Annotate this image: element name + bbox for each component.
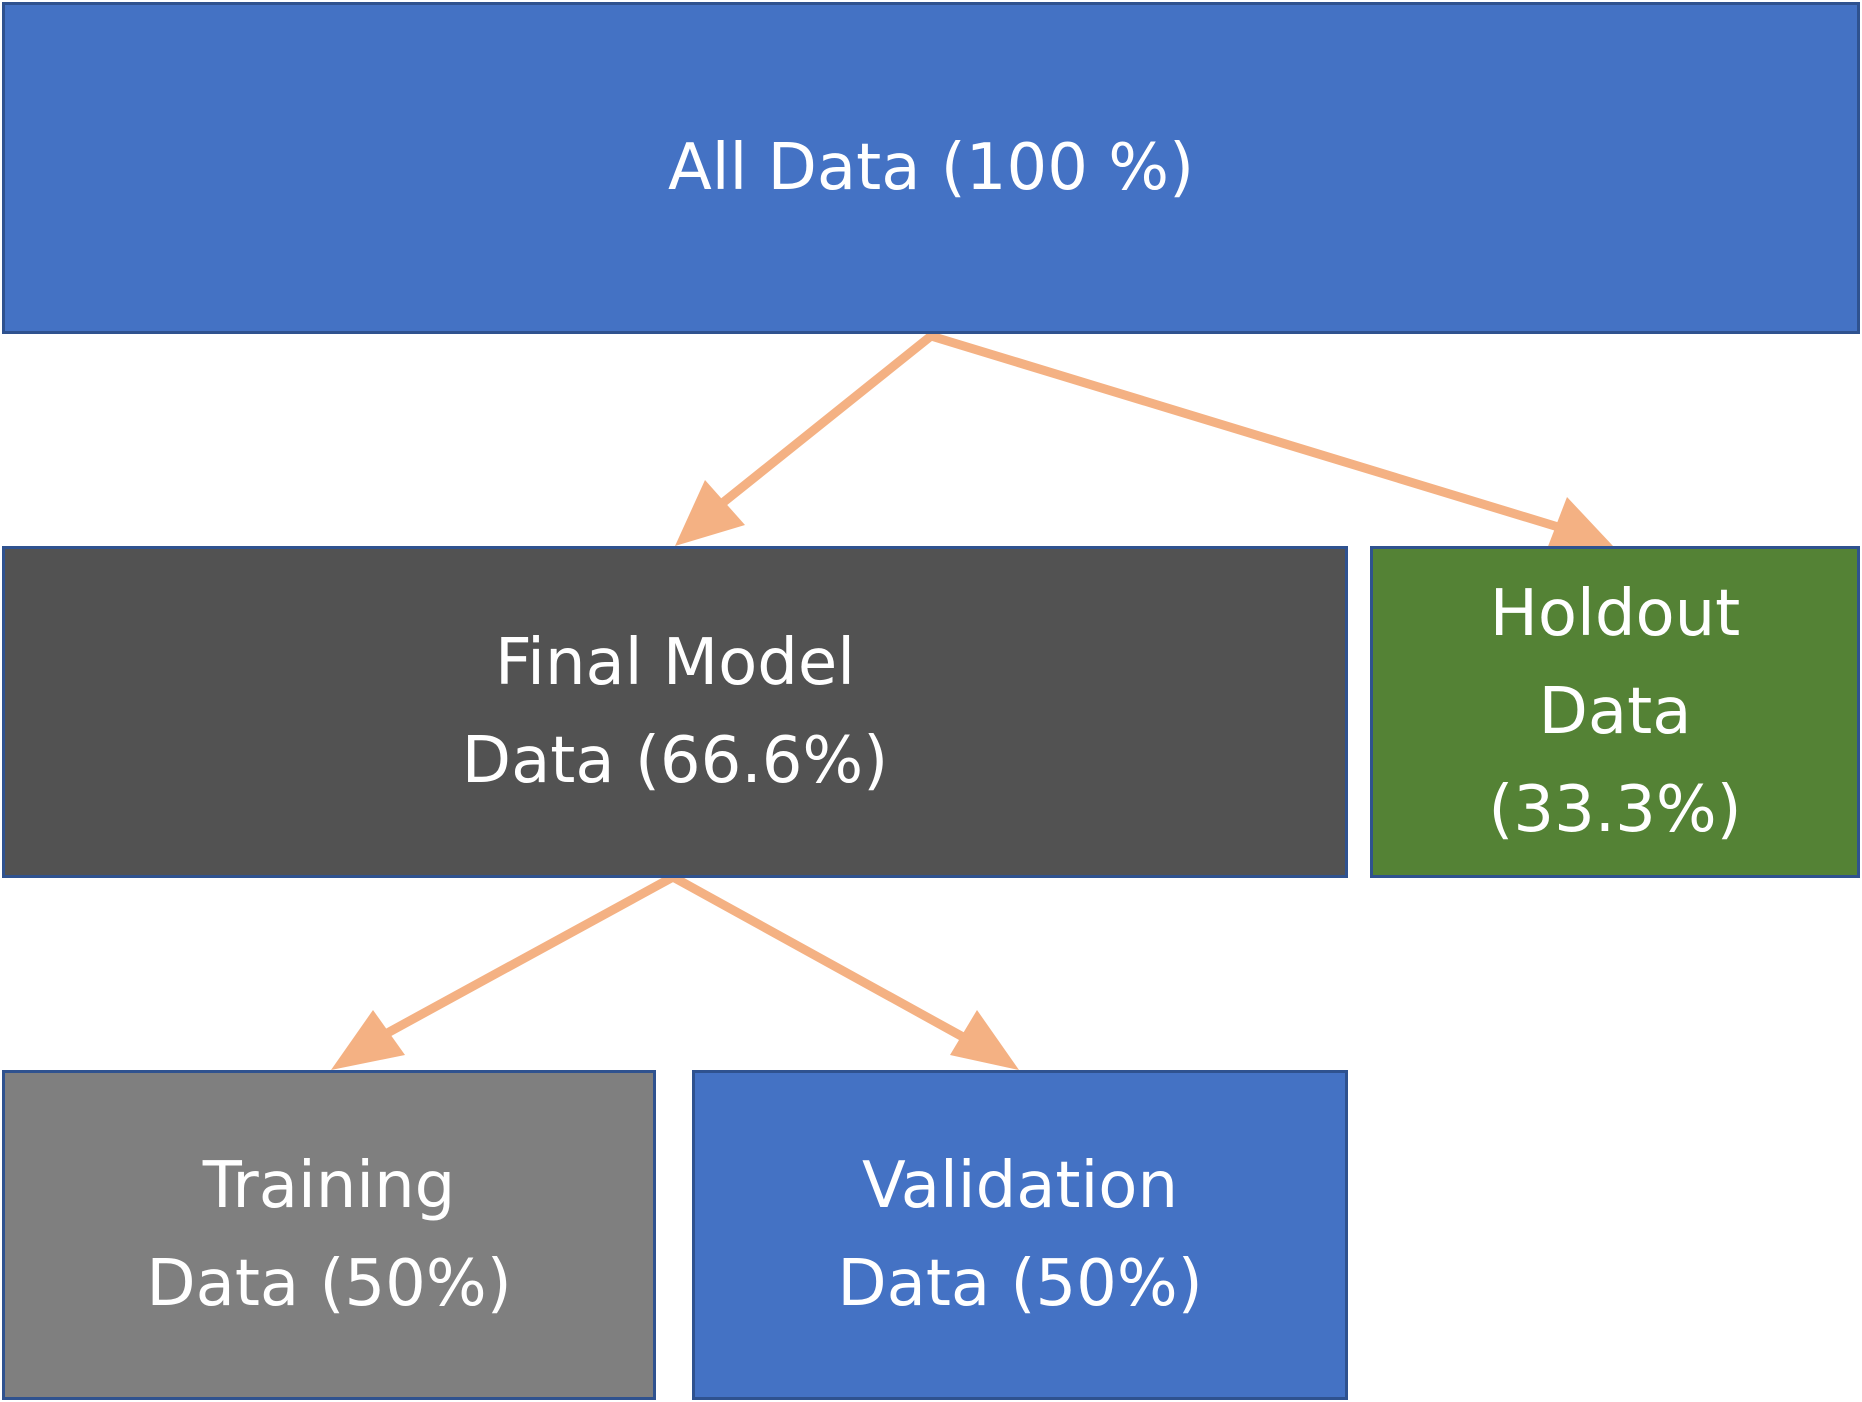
holdout-data-box: Holdout Data (33.3%) [1370,546,1860,878]
all-data-label: All Data (100 %) [667,131,1195,205]
validation-data-box: Validation Data (50%) [692,1070,1348,1400]
arrow-head-training [331,1010,405,1070]
training-data-box: Training Data (50%) [2,1070,656,1400]
validation-data-label: Validation Data (50%) [837,1149,1203,1321]
all-data-box: All Data (100 %) [2,2,1860,334]
arrow-head-validation [950,1010,1019,1070]
holdout-data-label: Holdout Data (33.3%) [1488,577,1742,847]
final-model-data-box: Final Model Data (66.6%) [2,546,1348,878]
arrow-all-to-holdout-line [926,331,1573,535]
final-model-data-label: Final Model Data (66.6%) [461,626,889,798]
arrow-head-final [675,480,745,546]
arrow-final-to-training-line [375,872,678,1042]
arrow-final-to-validation-line [668,872,968,1042]
arrow-head-holdout [1547,497,1613,549]
arrow-all-to-final-line [705,331,936,518]
training-data-label: Training Data (50%) [146,1149,512,1321]
